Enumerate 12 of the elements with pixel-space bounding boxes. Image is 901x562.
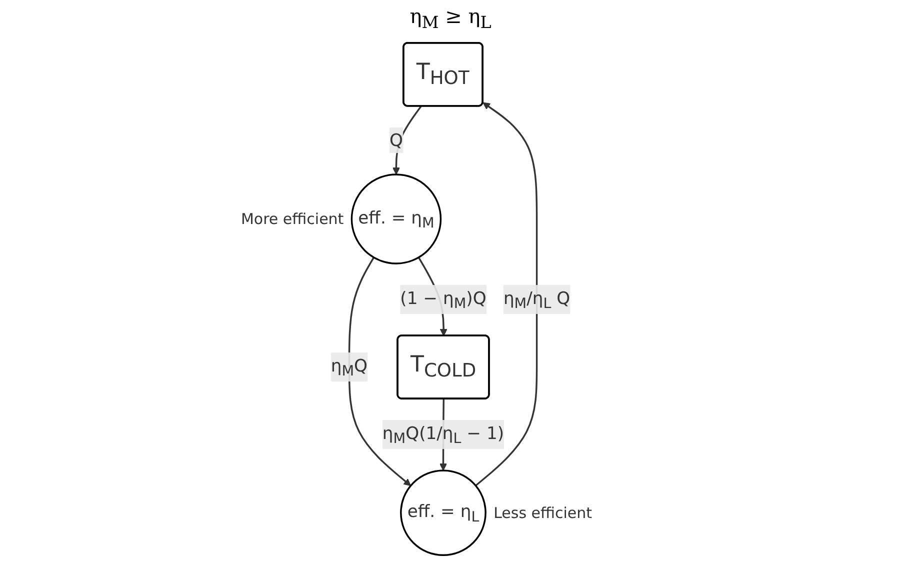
condition-note: η$_{M}$ ≥ η$_{L}$ <box>410 4 492 28</box>
edge-label: η$_{M}$Q <box>330 355 368 379</box>
edge-label: Q <box>389 130 403 150</box>
node-circle: eff. = η$_{M}$ <box>350 174 442 264</box>
node-circle: eff. = η$_{L}$ <box>400 470 486 556</box>
edge-label: η$_{M}$Q(1/η$_{L}$ − 1) <box>382 422 504 446</box>
node-caption: Less efficient <box>494 504 592 522</box>
arrow <box>348 256 412 486</box>
edge-label: (1 − η$_{M}$)Q <box>400 287 486 312</box>
edge-label: η$_{M}$/η$_{L}$ Q <box>503 287 570 312</box>
arrow <box>475 102 538 486</box>
node-caption: More efficient <box>240 210 344 228</box>
